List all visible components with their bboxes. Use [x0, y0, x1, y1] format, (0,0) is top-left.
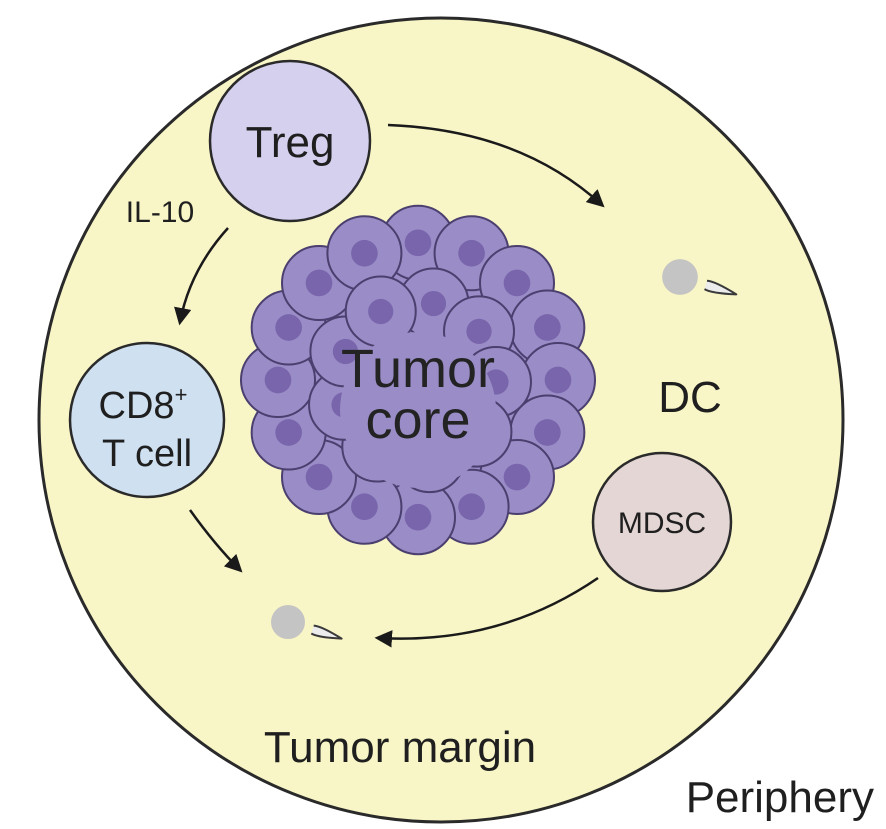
cd8-t-cell	[68, 341, 226, 499]
tumor-margin-label: Tumor margin	[264, 723, 536, 772]
tumor-core-cluster	[240, 204, 596, 556]
dendritic-cell-body	[310, 624, 343, 640]
treg-cell	[208, 59, 372, 223]
arrow-cd8-to-margin	[188, 509, 243, 573]
dendritic-cell-body	[703, 279, 738, 296]
dendritic-cell-dc	[662, 259, 738, 296]
cd8-superscript: +	[175, 382, 188, 407]
tumor-core-label-line2: core	[365, 390, 470, 450]
treg-label: Treg	[246, 118, 335, 167]
tumor-core-label-line1: Tumor	[341, 339, 495, 399]
arrow-treg-to-cd8	[174, 227, 229, 326]
mdsc-cell	[591, 451, 733, 593]
cd8-label: CD8+	[99, 382, 188, 427]
cd8-main: CD8	[99, 385, 175, 427]
arrow-mdsc-to-margin	[374, 576, 599, 648]
tumor-cell	[326, 215, 403, 292]
tumor-core-center	[340, 332, 496, 488]
mdsc-label: MDSC	[618, 507, 706, 540]
dc-label: DC	[658, 373, 722, 422]
t-cell-label: T cell	[102, 433, 192, 475]
il10-label: IL-10	[126, 196, 194, 229]
dendritic-cell-nucleus	[271, 605, 305, 639]
arrow-treg-to-dc	[387, 123, 605, 208]
periphery-label: Periphery	[686, 773, 874, 822]
dendritic-cell-margin	[271, 605, 343, 640]
dendritic-cell-nucleus	[662, 259, 698, 295]
